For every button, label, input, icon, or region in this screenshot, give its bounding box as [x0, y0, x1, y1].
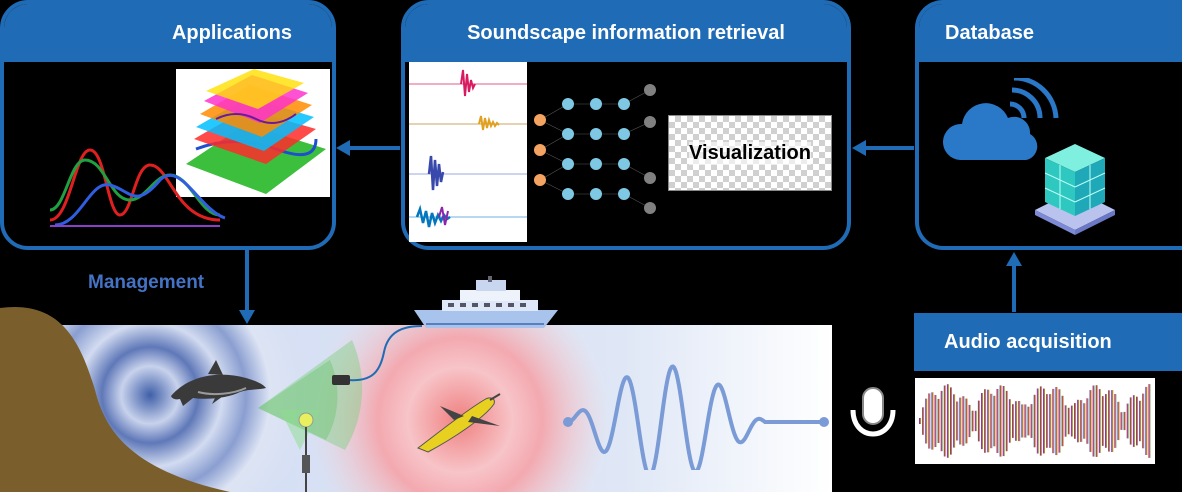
waveform-bar	[956, 401, 959, 441]
waveform-bar	[928, 393, 931, 449]
waveform-bar	[971, 410, 974, 432]
waveform-bar	[1018, 401, 1021, 442]
waveform-bar	[1117, 401, 1120, 441]
glider-icon	[416, 393, 501, 453]
waveform-bar	[943, 385, 946, 457]
waveform-bar	[1126, 403, 1129, 439]
waveform-bar	[1114, 394, 1117, 448]
waveform-bar	[1039, 386, 1042, 456]
database-cube-icon	[1035, 144, 1115, 235]
waveform-bar	[981, 393, 983, 450]
sound-wave-icon	[563, 364, 829, 470]
waveform-bar	[1074, 403, 1076, 439]
waveform-bar	[922, 407, 925, 435]
waveform-bar	[1095, 385, 1098, 457]
waveform-bar	[1080, 400, 1083, 442]
waveform-bar	[1132, 395, 1135, 447]
waveform-bar	[1055, 387, 1058, 456]
waveform-bar	[1111, 390, 1114, 452]
waveform-bar	[1064, 405, 1067, 437]
microphone-icon	[850, 387, 896, 437]
waveform-bar	[1061, 395, 1064, 447]
sir-title: Soundscape information retrieval	[405, 4, 847, 62]
waveform-bar	[1089, 390, 1092, 452]
waveform-bar	[1123, 411, 1126, 431]
waveform-bar	[1129, 397, 1132, 445]
waveform-bar	[1086, 398, 1089, 444]
waveform-bar	[1067, 407, 1070, 435]
waveform-bar	[937, 398, 940, 443]
waveform-bar	[1136, 396, 1138, 446]
waveform-bar	[1021, 404, 1024, 438]
waveform-bar	[999, 385, 1002, 457]
audio-acquisition-label: Audio acquisition	[914, 313, 1182, 371]
buoy-icon	[298, 412, 314, 492]
waveform-bar	[940, 390, 943, 452]
waveform-bar	[1049, 394, 1052, 448]
waveform-bar	[1148, 384, 1151, 458]
waveform-bar	[1033, 394, 1036, 448]
waveform-bar	[931, 392, 934, 450]
waveform-bar	[946, 384, 949, 458]
waveform-bar	[965, 398, 968, 444]
waveform-bar	[1024, 404, 1027, 438]
applications-title: Applications	[4, 4, 332, 62]
dolphin-icon	[171, 360, 266, 406]
waveform-bar	[996, 389, 999, 453]
management-label: Management	[88, 272, 205, 293]
waveform-bar	[1070, 405, 1073, 437]
waveform-bar	[950, 387, 952, 455]
neural-network-icon	[534, 84, 656, 214]
waveform-bar	[953, 394, 956, 448]
waveform-bar	[1012, 404, 1014, 438]
waveform-bar	[1108, 390, 1111, 452]
waveform-bar	[984, 389, 987, 453]
waveform-bar	[1030, 404, 1033, 438]
waveform-bar	[1027, 406, 1030, 436]
waveform-bar	[1142, 393, 1145, 449]
visualization-box: Visualization	[668, 115, 832, 191]
waveform-bar	[925, 398, 928, 444]
waveform-bar	[1101, 396, 1104, 446]
spectrogram-icon	[409, 69, 527, 228]
waveform-bar	[1043, 388, 1045, 454]
waveform-bar	[1058, 389, 1061, 453]
hydrophone-icon	[332, 325, 423, 385]
waveform-bar	[919, 418, 921, 424]
3d-map-icon	[186, 69, 326, 194]
waveform-bar	[934, 395, 937, 447]
waveform-bar	[974, 410, 977, 432]
waveform-bar	[1046, 394, 1049, 448]
visualization-label: Visualization	[689, 141, 811, 165]
waveform-bar	[1145, 386, 1148, 455]
waveform-bar	[1036, 388, 1039, 454]
waveform-bar	[987, 389, 990, 453]
waveform-bar	[977, 400, 980, 442]
waveform-bar	[968, 404, 971, 438]
database-title: Database	[919, 4, 1182, 62]
waveform-bar	[1015, 401, 1018, 441]
database-panel: Database	[915, 0, 1182, 250]
waveform-bar	[1139, 400, 1142, 442]
ship-icon	[414, 276, 558, 328]
waveform-bar	[1002, 386, 1005, 457]
waveform-bar	[1005, 390, 1008, 452]
waveform-bar	[993, 395, 996, 447]
waveform-bar	[1052, 388, 1055, 454]
waveform-bar	[1008, 399, 1011, 443]
waveform-bar	[962, 396, 965, 446]
waveform-bar	[1120, 412, 1123, 430]
waveform-bar	[990, 393, 993, 449]
waveform-bar	[1098, 389, 1101, 453]
waveform-bar	[1083, 403, 1086, 439]
line-chart-icon	[50, 148, 226, 227]
waveform-bar	[1105, 394, 1107, 448]
cloud-wifi-icon	[942, 78, 1059, 160]
waveform-bar	[959, 397, 962, 445]
waveform-bar	[1077, 399, 1080, 443]
audio-waveform-icon	[919, 384, 1151, 458]
waveform-bar	[1092, 385, 1095, 457]
